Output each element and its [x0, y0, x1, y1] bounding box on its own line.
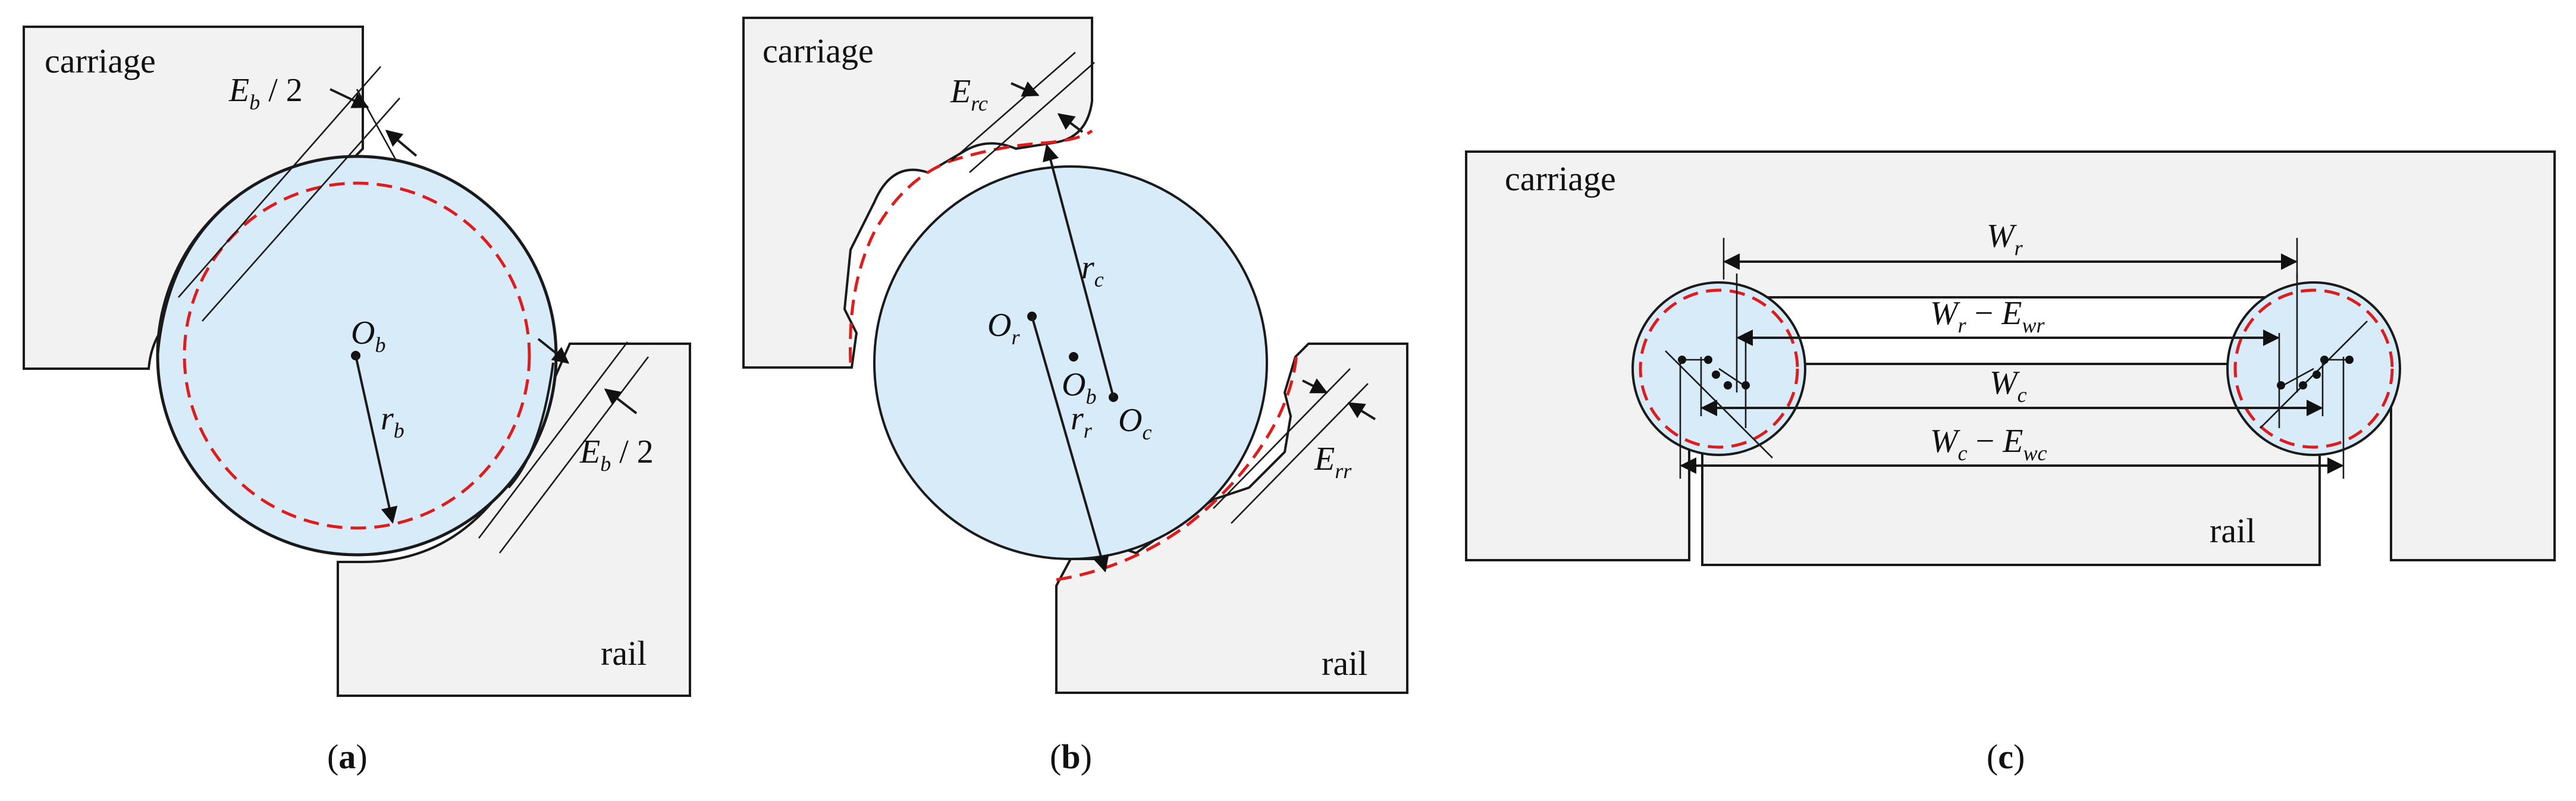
label-wc-ewc: Wc − Ewc — [1930, 423, 2047, 465]
label-rb: rb — [381, 400, 404, 442]
label-oc: Oc — [1118, 402, 1151, 444]
panel-c: carriage rail Wr Wr − Ewr Wc Wc − Ewc (c… — [1465, 150, 2556, 776]
radius-arrow-rr — [1031, 316, 1109, 573]
label-rc: rc — [1081, 249, 1104, 291]
rail-profile-b — [1056, 350, 1298, 582]
offset-line-a3 — [478, 341, 629, 539]
arrow-b1 — [1011, 81, 1040, 97]
ref-circle-right-c — [2233, 288, 2394, 449]
panel-b: carriage rail Erc Err rc rr Or Ob Oc (b) — [742, 17, 1408, 776]
carriage-block-b — [742, 17, 1093, 369]
arrow-a4 — [604, 388, 638, 414]
label-wc: Wc — [1990, 365, 2027, 407]
label-carriage-a: carriage — [45, 42, 156, 80]
contact-trace-a — [156, 195, 554, 489]
right-pt3 — [2313, 370, 2321, 379]
offset-line-a1 — [178, 66, 381, 298]
label-eb-top: Eb / 2 — [228, 72, 303, 114]
label-rail-b: rail — [1322, 644, 1367, 683]
arrow-b4 — [1347, 402, 1376, 420]
arrow-b3 — [1302, 378, 1328, 394]
arrow-a3 — [537, 338, 570, 364]
label-ob-b: Ob — [1062, 366, 1096, 409]
ref-circle-left-c — [1639, 288, 1799, 449]
center-dot-ob — [1069, 352, 1078, 362]
left-pt1 — [1678, 356, 1686, 364]
label-rr: rr — [1071, 400, 1093, 442]
label-carriage-b: carriage — [763, 32, 874, 70]
right-link1 — [2280, 367, 2314, 388]
label-err: Err — [1314, 441, 1352, 483]
label-rail-a: rail — [601, 634, 647, 673]
panel-a: carriage rail Eb / 2 Eb / 2 Ob rb (a) — [23, 26, 691, 776]
label-erc: Erc — [950, 73, 988, 115]
caption-c: (c) — [1987, 737, 2025, 776]
ball-b — [873, 165, 1268, 560]
label-rail-c: rail — [2210, 511, 2255, 550]
label-or: Or — [987, 307, 1020, 349]
radius-arrow-a — [354, 355, 398, 524]
caption-a: (a) — [327, 737, 368, 776]
carriage-profile-b — [849, 129, 1093, 363]
label-carriage-c: carriage — [1505, 159, 1616, 198]
label-ob-a: Ob — [351, 315, 385, 357]
label-wr-ewr: Wr − Ewr — [1930, 295, 2045, 337]
left-pt5 — [1742, 381, 1750, 389]
reference-circle-a — [183, 181, 531, 530]
arrow-b2 — [1057, 113, 1084, 133]
offset-line-b4 — [1231, 383, 1369, 524]
right-pt2 — [2320, 356, 2329, 364]
left-link1 — [1718, 367, 1746, 388]
offset-line-a4 — [498, 356, 650, 554]
right-pt5 — [2277, 381, 2285, 389]
arrow-a2 — [385, 130, 418, 157]
offset-line-b2 — [969, 62, 1095, 173]
radius-arrow-rc — [1042, 144, 1115, 398]
caption-b: (b) — [1050, 737, 1092, 776]
offset-line-b1 — [951, 52, 1076, 161]
right-pt1 — [2345, 356, 2354, 364]
label-wr: Wr — [1987, 218, 2023, 260]
offset-line-a2 — [202, 98, 400, 322]
arrow-a1 — [330, 88, 369, 108]
right-pt4 — [2299, 381, 2307, 389]
label-eb-bottom: Eb / 2 — [579, 434, 654, 476]
left-pt3 — [1712, 370, 1720, 379]
left-pt4 — [1724, 381, 1732, 389]
left-pt2 — [1704, 356, 1712, 364]
